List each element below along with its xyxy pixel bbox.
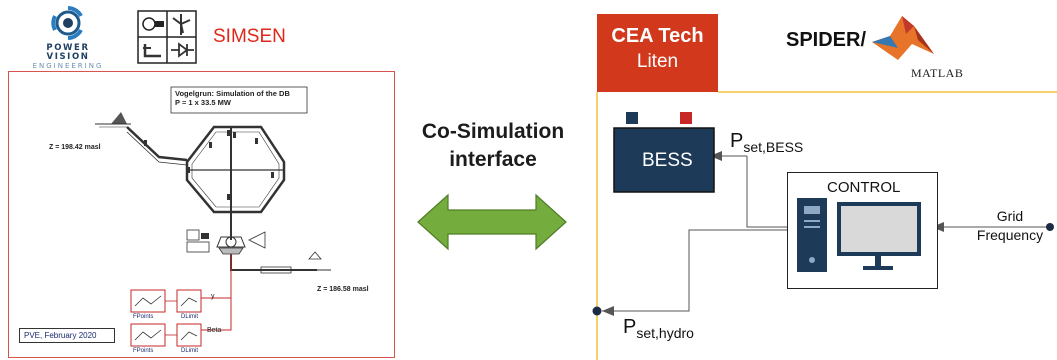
simsen-panel: Vogelgrun: Simulation of the DB P = 1 x … xyxy=(8,71,395,358)
pset-bess-sub: set,BESS xyxy=(743,139,804,155)
pset-bess-main: P xyxy=(730,130,744,152)
simsen-title: SIMSEN xyxy=(213,26,286,47)
grid-line2: Frequency xyxy=(976,226,1044,243)
fpoints-label-2: FPoints xyxy=(133,348,154,354)
pve-swirl-icon xyxy=(51,6,83,40)
label-y: y xyxy=(211,293,215,300)
label-beta: Beta xyxy=(207,327,222,334)
z-lower-label: Z = 186.58 masl xyxy=(317,286,369,293)
panel-footer: PVE, February 2020 xyxy=(19,328,115,343)
arrow-to-hydro-icon xyxy=(602,306,614,316)
pset-hydro-sub: set,hydro xyxy=(636,325,694,341)
dlimit-label-2: DLimit xyxy=(181,348,199,354)
panel-title-line1: Vogelgrun: Simulation of the DB xyxy=(175,89,290,98)
matlab-logo-icon xyxy=(872,16,934,60)
bidirectional-arrow-icon xyxy=(417,193,567,251)
fpoints-label-1: FPoints xyxy=(133,314,154,320)
z-upper-label: Z = 198.42 masl xyxy=(49,144,101,151)
grid-frequency-label: Grid Frequency xyxy=(968,207,1052,245)
pset-hydro-label: Pset,hydro xyxy=(623,316,694,341)
control-label: CONTROL xyxy=(827,179,901,196)
hydraulic-schematic xyxy=(95,86,331,347)
pset-bess-label: Pset,BESS xyxy=(730,130,803,155)
computer-icon xyxy=(797,198,921,272)
pset-hydro-main: P xyxy=(623,316,637,338)
grid-line1: Grid xyxy=(996,208,1024,224)
co-simulation-line2: interface xyxy=(449,148,537,172)
pve-name: POWER VISION xyxy=(46,43,90,62)
co-simulation-line1: Co-Simulation xyxy=(421,120,565,143)
pve-logo: POWER VISION ENGINEERING xyxy=(28,6,108,70)
simsen-logo-icon xyxy=(137,10,197,64)
spider-label: SPIDER/ xyxy=(786,29,867,51)
panel-title-line2: P = 1 x 33.5 MW xyxy=(175,98,231,107)
cea-tech-badge: CEA Tech Liten xyxy=(597,14,718,92)
matlab-label: MATLAB xyxy=(911,66,964,80)
bess-label: BESS xyxy=(642,150,693,171)
bess-battery-icon xyxy=(613,112,715,193)
pve-subtitle: ENGINEERING xyxy=(32,62,104,70)
co-simulation-label: Co-Simulation interface xyxy=(398,118,588,175)
cea-tech-line1: CEA Tech xyxy=(611,25,704,47)
cea-tech-line2: Liten xyxy=(636,51,679,72)
dlimit-label-1: DLimit xyxy=(181,314,199,320)
